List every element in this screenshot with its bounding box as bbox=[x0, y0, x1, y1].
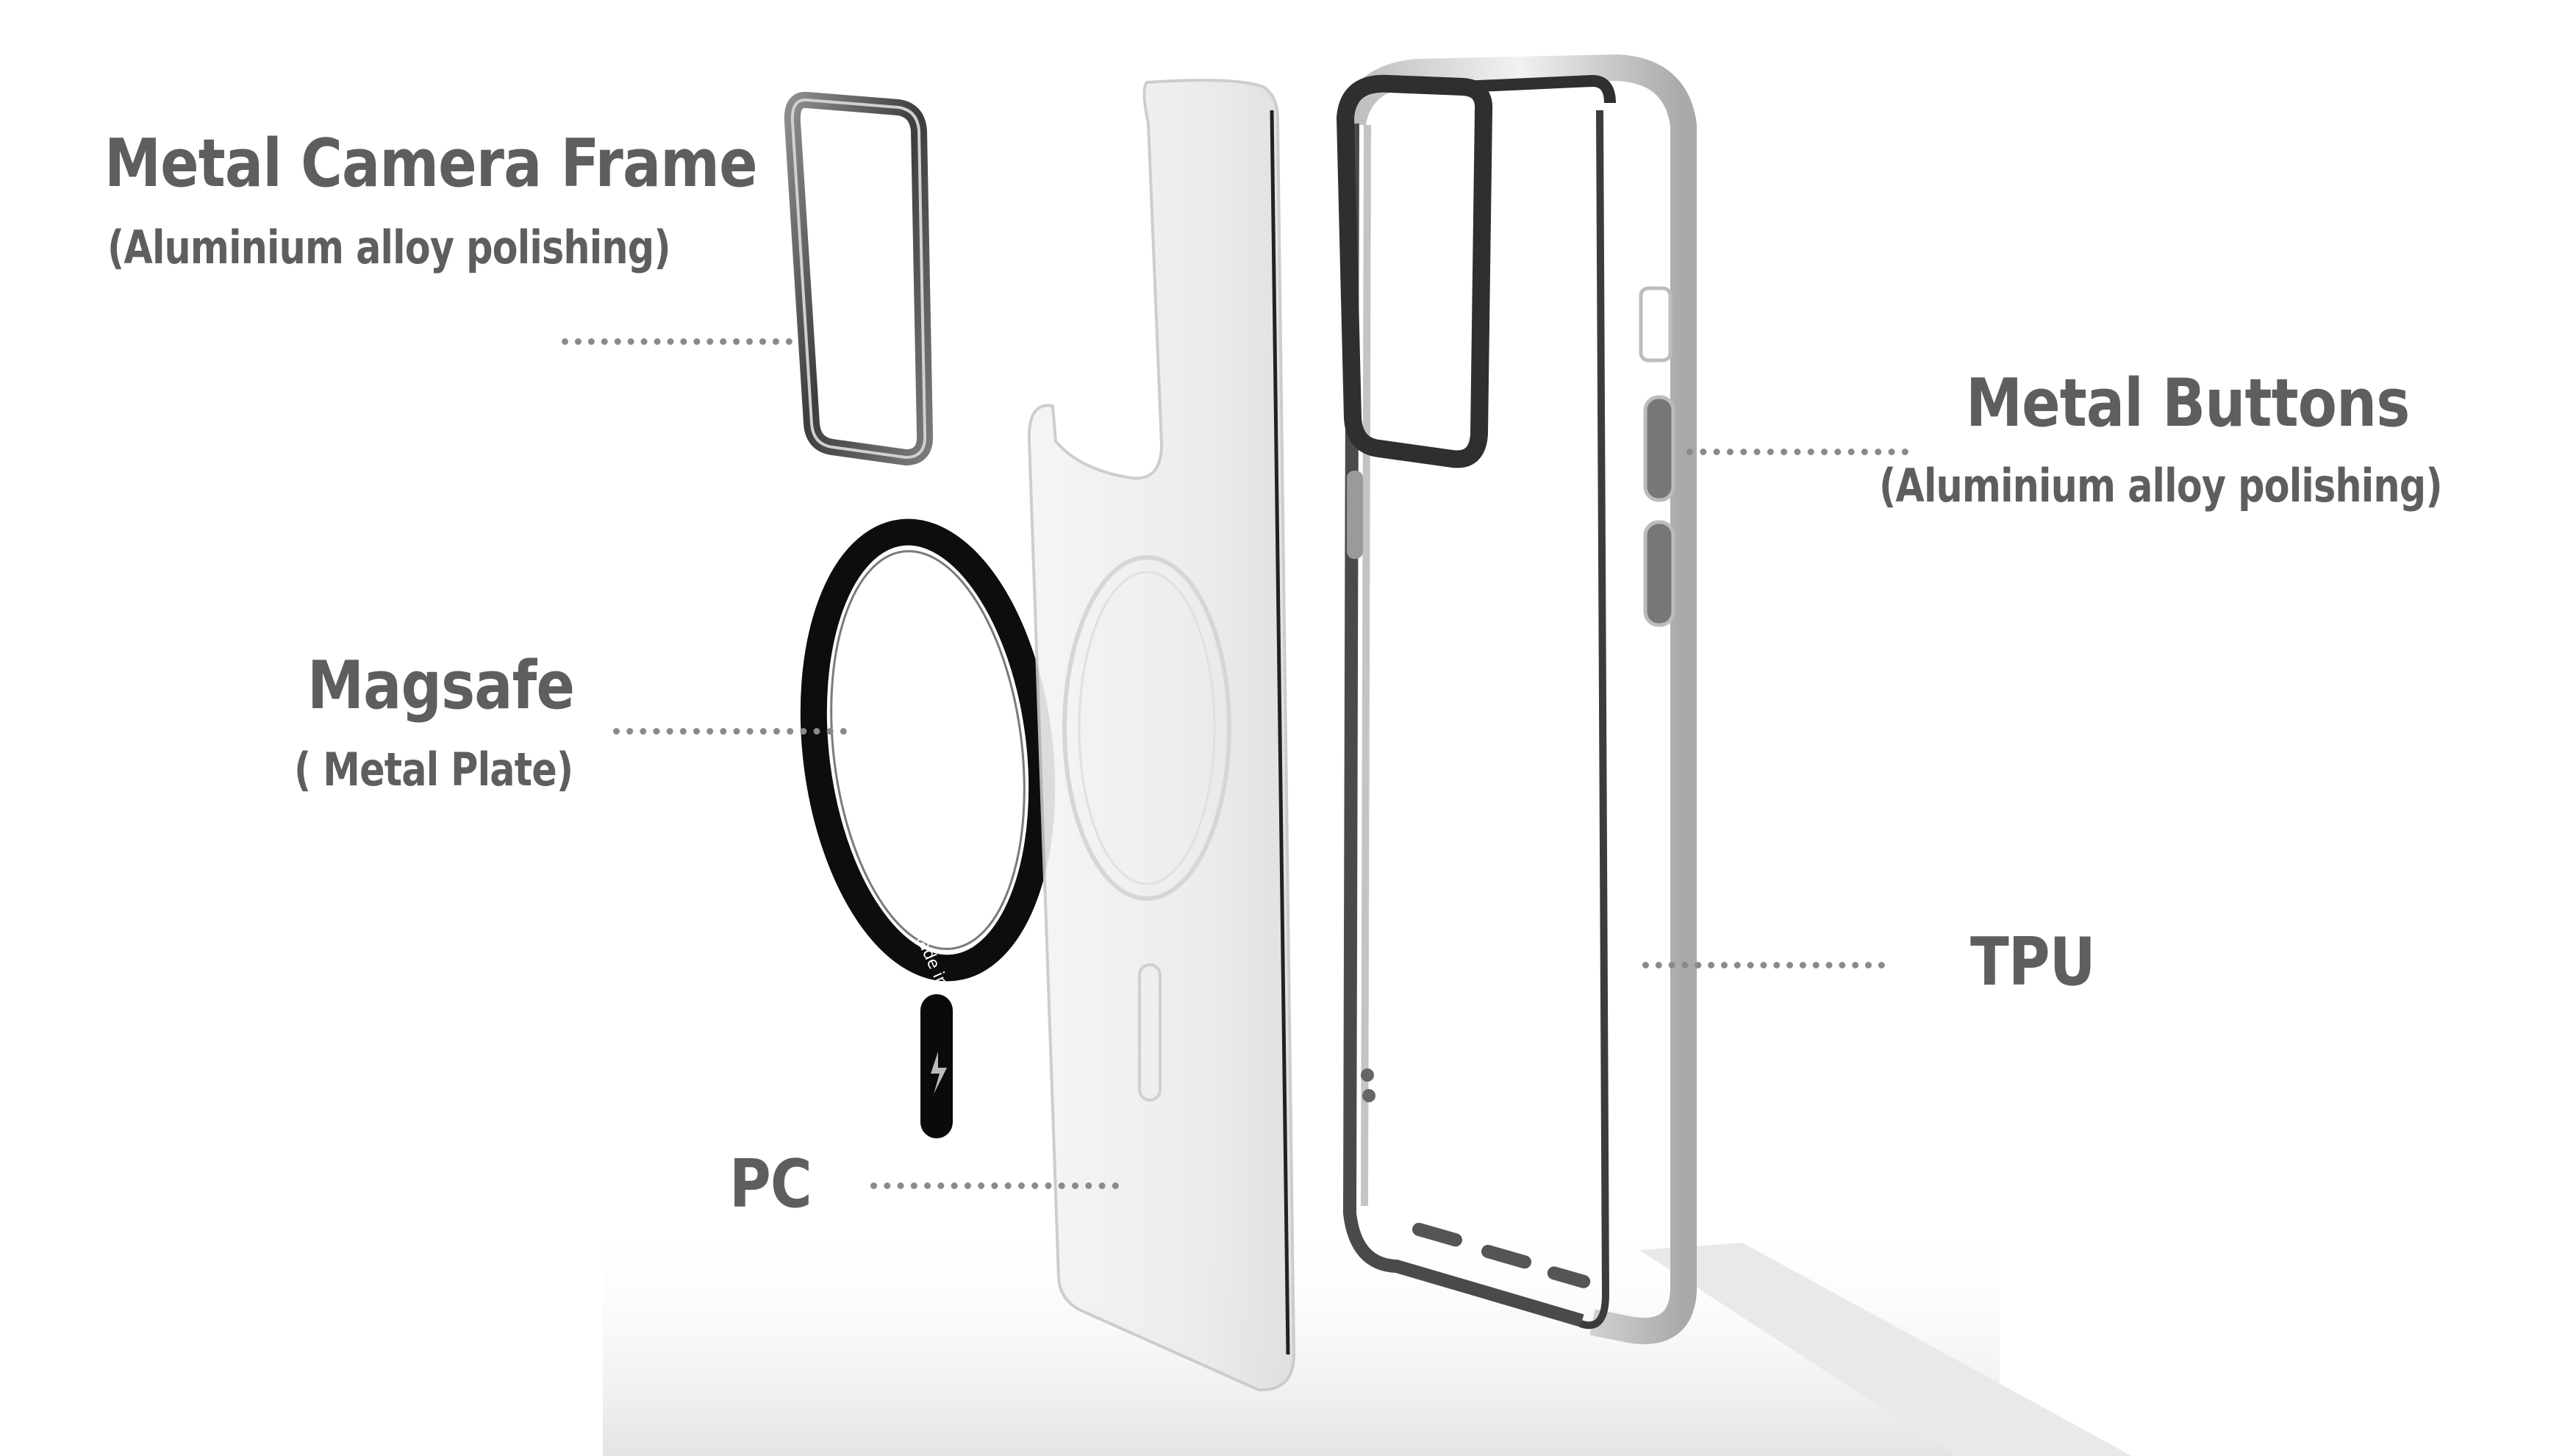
tpu-cast-shadow bbox=[1639, 1243, 2132, 1456]
buttons-title: Metal Buttons bbox=[1966, 365, 2410, 442]
magsafe-title: Magsafe bbox=[307, 647, 575, 724]
floor-shadow bbox=[603, 1213, 2000, 1456]
leader-line-pc bbox=[870, 1182, 1119, 1189]
lightning-bolt-icon bbox=[931, 1052, 947, 1094]
pc-back-plate-part bbox=[1027, 79, 1296, 1392]
tpu-frame-part bbox=[1337, 54, 1697, 1344]
leader-line-buttons bbox=[1686, 449, 1908, 455]
ring-top-text: TECH & DESIGN bbox=[871, 557, 942, 670]
pc-title: PC bbox=[729, 1146, 812, 1223]
camera-frame-part bbox=[784, 91, 934, 465]
camera-frame-subtitle: (Aluminium alloy polishing) bbox=[107, 221, 671, 274]
magsafe-ring-part: TECH & DESIGN Magsafe Case Made in China bbox=[800, 518, 1056, 1037]
magsafe-subtitle: ( Metal Plate) bbox=[294, 743, 573, 796]
alignment-tab-part bbox=[920, 994, 953, 1138]
tpu-title: TPU bbox=[1970, 924, 2096, 1001]
leader-line-magsafe bbox=[613, 728, 847, 735]
leader-line-tpu bbox=[1642, 962, 1885, 968]
camera-frame-title: Metal Camera Frame bbox=[104, 125, 758, 202]
leader-line-camera-frame bbox=[562, 338, 793, 345]
buttons-subtitle: (Aluminium alloy polishing) bbox=[1879, 459, 2443, 513]
